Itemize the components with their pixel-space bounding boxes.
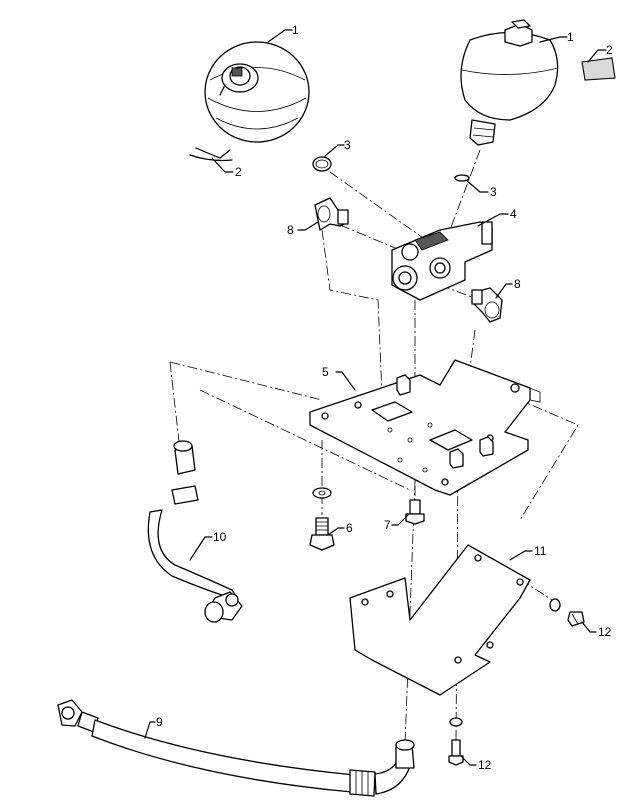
callout-part-2-left: 2 (235, 165, 242, 179)
callout-part-11: 11 (534, 544, 547, 558)
bolt-and-washer (309, 487, 335, 551)
callout-part-6: 6 (346, 521, 353, 535)
callout-part-4: 4 (510, 207, 517, 221)
callout-part-1-right: 1 (567, 30, 574, 44)
callout-part-9: 9 (156, 715, 163, 729)
elbow-fitting-left (314, 197, 349, 231)
callout-part-3-right: 3 (490, 185, 497, 199)
callout-labels: 1 1 2 2 3 3 4 5 6 7 8 8 9 10 11 12 12 (156, 23, 613, 772)
callout-part-3-left: 3 (344, 138, 351, 152)
label-tag-right (581, 57, 616, 81)
valve-block (391, 221, 493, 301)
callout-part-2-right: 2 (606, 43, 613, 57)
accumulator-left (189, 41, 310, 162)
callout-part-12-bottom: 12 (478, 758, 492, 772)
screw-12-bottom (448, 717, 464, 766)
callout-part-10: 10 (213, 530, 227, 544)
mounting-plate (309, 359, 541, 496)
callout-part-8-right: 8 (514, 277, 521, 291)
callout-part-8-left: 8 (287, 223, 294, 237)
o-rings (312, 156, 470, 182)
bracket-11 (349, 544, 531, 696)
screw-small (405, 499, 425, 525)
callout-part-7: 7 (384, 518, 391, 532)
screw-12-right (549, 598, 585, 627)
hose-10 (147, 440, 243, 623)
callout-part-1-left: 1 (292, 23, 299, 37)
accumulator-right (460, 19, 616, 146)
hose-9 (57, 699, 415, 797)
callout-leaders (144, 29, 607, 766)
callout-part-5: 5 (322, 365, 329, 379)
callout-part-12-right: 12 (598, 625, 612, 639)
elbow-fitting-right (471, 287, 503, 323)
